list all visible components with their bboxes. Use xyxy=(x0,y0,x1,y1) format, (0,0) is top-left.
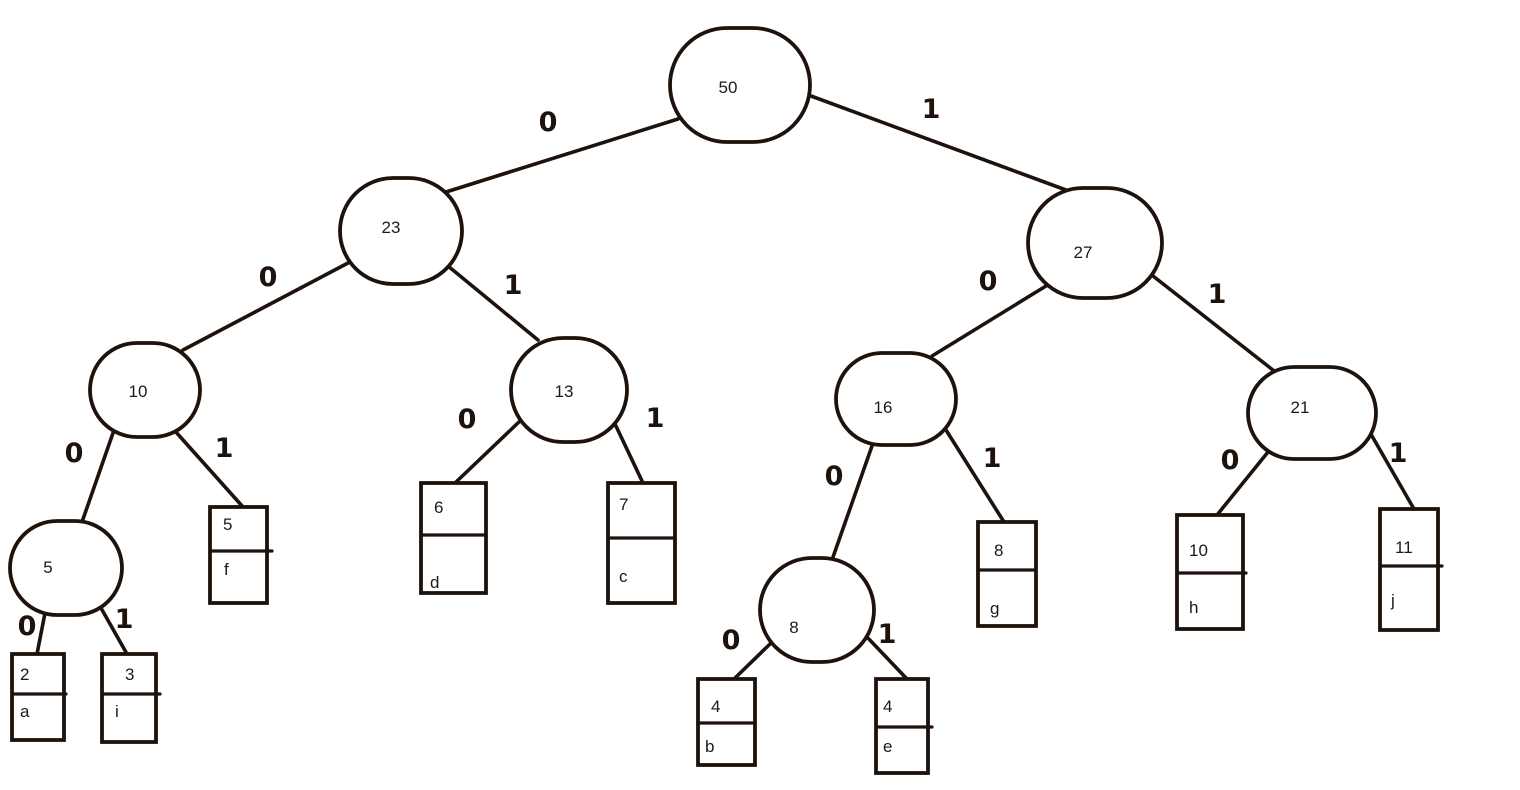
edge-n13-ld xyxy=(453,419,522,485)
bit-label: 0 xyxy=(65,438,84,469)
bit-label: 0 xyxy=(18,611,37,642)
leaf-g: 8 g xyxy=(976,520,1038,628)
leaf-a: 2 a xyxy=(10,652,68,742)
leaf-e: 4 e xyxy=(874,677,934,775)
node-8: 8 xyxy=(758,556,876,664)
edge-n13-lc xyxy=(613,422,645,485)
leaf-value: 10 xyxy=(1189,541,1208,560)
internal-nodes: 50 23 27 10 13 16 21 5 xyxy=(8,26,1378,664)
edge-n50-n23 xyxy=(444,117,680,194)
bit-label: 0 xyxy=(539,107,558,138)
edge-n16-lg xyxy=(944,428,1006,524)
edge-bit-labels: 0 1 0 1 0 1 0 1 0 1 0 1 0 1 0 1 0 1 xyxy=(18,94,1408,656)
node-value: 21 xyxy=(1291,398,1310,417)
leaf-value: 7 xyxy=(619,495,628,514)
node-value: 8 xyxy=(789,618,798,637)
edge-n27-n21 xyxy=(1151,274,1280,376)
node-23: 23 xyxy=(338,176,464,286)
leaf-symbol: c xyxy=(619,567,628,586)
node-value: 27 xyxy=(1074,243,1093,262)
edge-n23-n10 xyxy=(181,261,350,352)
node-value: 10 xyxy=(129,382,148,401)
leaf-nodes: 2 a 3 i 5 f 6 d 7 c xyxy=(10,481,1444,775)
edge-n21-lh xyxy=(1215,450,1270,517)
node-21: 21 xyxy=(1246,365,1378,461)
node-13: 13 xyxy=(509,336,629,444)
bit-label: 0 xyxy=(259,262,278,293)
node-value: 13 xyxy=(555,382,574,401)
bit-label: 1 xyxy=(115,604,134,635)
edge-n50-n27 xyxy=(809,94,1068,192)
node-16: 16 xyxy=(834,351,958,447)
leaf-symbol: g xyxy=(990,599,999,618)
edge-n21-lj xyxy=(1370,434,1416,511)
edge-n10-n5 xyxy=(80,431,115,524)
node-value: 5 xyxy=(43,558,52,577)
leaf-value: 3 xyxy=(125,665,134,684)
edge-n8-lb xyxy=(732,642,772,681)
bit-label: 0 xyxy=(979,266,998,297)
node-10: 10 xyxy=(88,341,202,439)
leaf-i: 3 i xyxy=(100,652,162,744)
leaf-symbol: i xyxy=(115,702,119,721)
leaf-j: 11 j xyxy=(1378,507,1444,632)
bit-label: 0 xyxy=(722,625,741,656)
bit-label: 1 xyxy=(1208,279,1227,310)
bit-label: 1 xyxy=(504,270,523,301)
node-5: 5 xyxy=(8,519,124,617)
leaf-symbol: d xyxy=(430,573,439,592)
leaf-value: 11 xyxy=(1395,538,1413,557)
edge-n27-n16 xyxy=(930,284,1048,358)
bit-label: 1 xyxy=(983,443,1002,474)
leaf-symbol: h xyxy=(1189,598,1198,617)
node-value: 16 xyxy=(874,398,893,417)
bit-label: 0 xyxy=(1221,445,1240,476)
edge-n8-le xyxy=(864,634,909,681)
bit-label: 1 xyxy=(1389,438,1408,469)
edge-n16-n8 xyxy=(830,444,874,562)
bit-label: 1 xyxy=(922,94,941,125)
leaf-value: 5 xyxy=(223,515,232,534)
leaf-symbol: a xyxy=(20,702,30,721)
node-50: 50 xyxy=(668,26,812,144)
edge-n5-li xyxy=(99,606,129,656)
node-value: 50 xyxy=(719,78,738,97)
leaf-symbol: b xyxy=(705,737,714,756)
leaf-value: 2 xyxy=(20,665,29,684)
bit-label: 1 xyxy=(646,403,665,434)
node-27: 27 xyxy=(1026,186,1164,300)
bit-label: 0 xyxy=(825,461,844,492)
leaf-value: 6 xyxy=(434,498,443,517)
edge-n5-la xyxy=(35,611,47,656)
bit-label: 0 xyxy=(458,404,477,435)
node-value: 23 xyxy=(382,218,401,237)
tree-edges xyxy=(35,94,1416,681)
leaf-symbol: f xyxy=(224,560,229,579)
leaf-f: 5 f xyxy=(208,505,274,605)
leaf-b: 4 b xyxy=(696,677,757,767)
leaf-c: 7 c xyxy=(606,481,677,605)
edge-n10-lf xyxy=(173,429,245,509)
leaf-value: 4 xyxy=(883,697,892,716)
leaf-h: 10 h xyxy=(1175,513,1248,631)
leaf-symbol: j xyxy=(1390,591,1395,610)
leaf-d: 6 d xyxy=(419,481,488,595)
leaf-symbol: e xyxy=(883,737,892,756)
bit-label: 1 xyxy=(878,619,897,650)
bit-label: 1 xyxy=(215,433,234,464)
leaf-value: 4 xyxy=(711,697,720,716)
edge-n23-n13 xyxy=(446,264,540,342)
leaf-value: 8 xyxy=(994,541,1003,560)
